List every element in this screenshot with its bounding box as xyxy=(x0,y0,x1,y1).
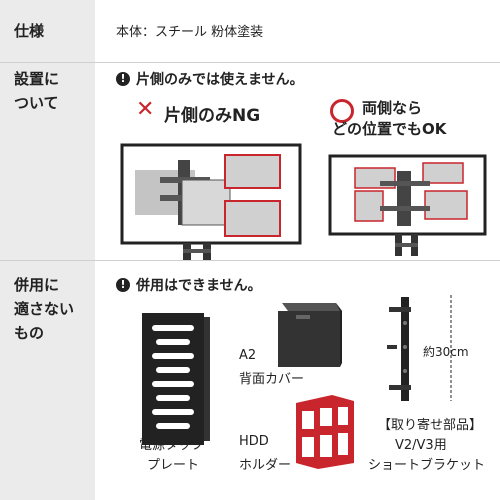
warning-icon: ! xyxy=(116,278,130,292)
length-dimension-line xyxy=(450,295,452,401)
power-plate-label-line2: プレート xyxy=(147,458,200,473)
hdd-holder-image xyxy=(296,395,354,469)
spec-value: 本体：スチール 粉体塗装 xyxy=(116,25,264,40)
compatibility-row: 併用に 適さない もの ! 併用はできません。 電源タップ プレート A2 背面… xyxy=(0,261,500,500)
ok-label-line1: 両側なら xyxy=(362,99,423,117)
installation-label-cell: 設置に ついて xyxy=(0,63,95,260)
installation-label-line2: ついて xyxy=(14,94,59,112)
ng-cross-icon: ✕ xyxy=(136,97,155,122)
ok-label-line2: どの位置でもOK xyxy=(332,120,447,138)
bracket-label-line1: 【取り寄せ部品】 xyxy=(378,418,483,433)
divider xyxy=(0,62,500,63)
installation-label-line1: 設置に xyxy=(14,70,60,88)
installation-row: 設置に ついて ! 片側のみでは使えません。 ✕ 片側のみNG 両側なら どの位… xyxy=(0,63,500,260)
ng-label: 片側のみNG xyxy=(164,106,261,126)
bracket-label-line3: ショートブラケット xyxy=(368,458,486,473)
warning-icon: ! xyxy=(116,72,130,86)
compatibility-warning: 併用はできません。 xyxy=(136,278,262,294)
spec-label-cell: 仕様 xyxy=(0,0,95,62)
divider xyxy=(0,260,500,261)
ok-circle-icon xyxy=(330,99,354,123)
hdd-holder-label-line2: ホルダー xyxy=(239,458,292,473)
power-plate-image xyxy=(142,313,210,445)
spec-label: 仕様 xyxy=(14,22,45,40)
compatibility-label-line3: もの xyxy=(14,324,45,342)
a2-cover-label-line1: A2 xyxy=(239,348,257,363)
compatibility-label-line2: 適さない xyxy=(14,300,75,318)
a2-cover-label-line2: 背面カバー xyxy=(239,372,305,387)
installation-warning: 片側のみでは使えません。 xyxy=(136,72,304,88)
ok-illustration xyxy=(328,154,487,256)
bracket-length-label: 約30cm xyxy=(423,345,469,359)
bracket-label-line2: V2/V3用 xyxy=(395,438,447,453)
hdd-holder-label-line1: HDD xyxy=(239,434,269,449)
short-bracket-image xyxy=(387,297,411,401)
power-plate-label-line1: 電源タップ xyxy=(139,438,205,453)
compatibility-label-line1: 併用に xyxy=(14,276,60,294)
a2-cover-image xyxy=(278,303,342,367)
spec-row: 仕様 本体：スチール 粉体塗装 xyxy=(0,0,500,62)
compatibility-label-cell: 併用に 適さない もの xyxy=(0,261,95,500)
ng-illustration xyxy=(120,143,302,260)
